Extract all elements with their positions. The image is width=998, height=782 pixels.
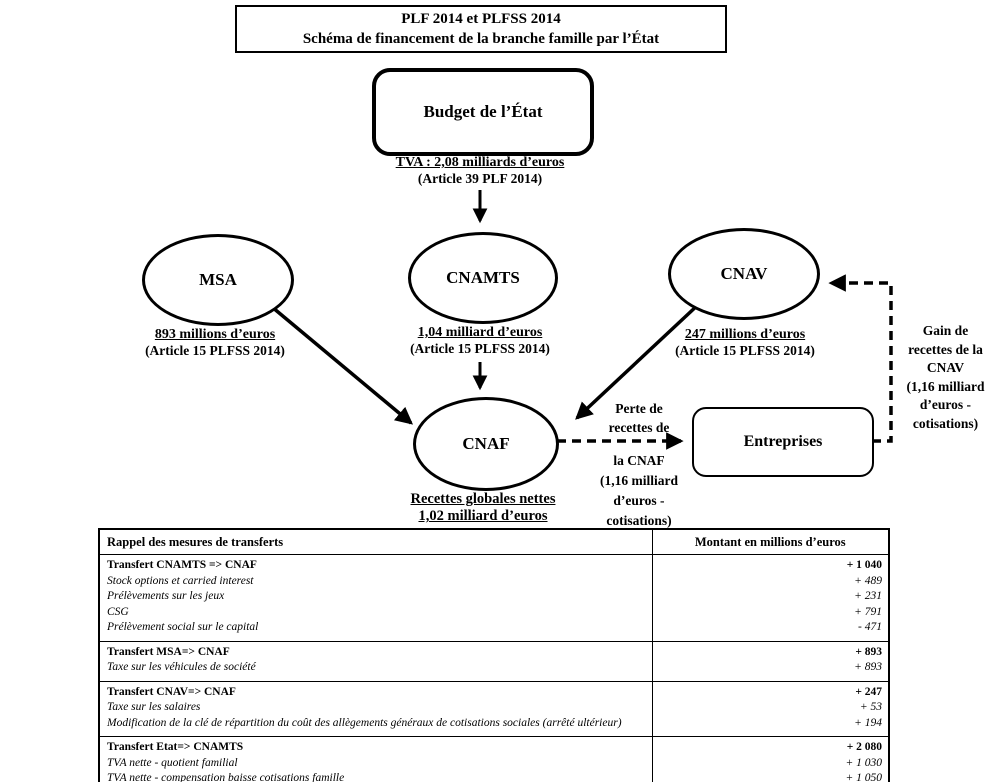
node-cnav: CNAV	[668, 228, 820, 320]
table-row: Transfert CNAMTS => CNAF+ 1 040	[99, 554, 889, 574]
cnav-article: (Article 15 PLFSS 2014)	[675, 343, 815, 358]
table-row: Stock options et carried interest+ 489	[99, 573, 889, 589]
perte-note-top: Perte de recettes de	[608, 401, 670, 435]
table-header-row: Rappel des mesures de transferts Montant…	[99, 529, 889, 555]
msa-label: MSA	[199, 270, 237, 289]
table-header-mesures: Rappel des mesures de transferts	[99, 529, 652, 555]
table-row: CSG+ 791	[99, 604, 889, 620]
node-entreprises: Entreprises	[692, 407, 874, 477]
table-row: TVA nette - quotient familial+ 1 030	[99, 755, 889, 771]
node-cnamts: CNAMTS	[408, 232, 558, 324]
title-line-2: Schéma de financement de la branche fami…	[302, 31, 660, 47]
table-group-cnamts-cnaf: Transfert CNAMTS => CNAF+ 1 040 Stock op…	[99, 554, 889, 641]
node-cnaf: CNAF	[413, 397, 559, 491]
msa-amount: 893 millions d’euros	[154, 327, 276, 342]
budget-amount: TVA : 2,08 milliards d’euros	[395, 155, 565, 170]
node-budget-etat: Budget de l’État	[372, 68, 594, 156]
cnamts-article: (Article 15 PLFSS 2014)	[410, 341, 550, 356]
cnaf-label: CNAF	[462, 434, 510, 453]
table-group-etat-cnamts: Transfert Etat=> CNAMTS+ 2 080 TVA nette…	[99, 736, 889, 782]
gain-note: Gain de recettes de la CNAV (1,16 millia…	[906, 323, 985, 431]
table-row: Prélèvements sur les jeux+ 231	[99, 589, 889, 605]
title-box: PLF 2014 et PLFSS 2014 Schéma de finance…	[235, 5, 727, 53]
title-line-1: PLF 2014 et PLFSS 2014	[401, 11, 561, 27]
table-row: Transfert Etat=> CNAMTS+ 2 080	[99, 736, 889, 756]
budget-amount-block: TVA : 2,08 milliards d’euros (Article 39…	[340, 154, 620, 187]
table-row: Modification de la clé de répartition du…	[99, 715, 889, 737]
node-msa: MSA	[142, 234, 294, 326]
table-group-cnav-cnaf: Transfert CNAV=> CNAF+ 247 Taxe sur les …	[99, 681, 889, 737]
cnamts-amount: 1,04 milliard d’euros	[417, 325, 543, 340]
cnaf-net-line2: 1,02 milliard d’euros	[418, 508, 548, 524]
table-row: TVA nette - compensation baisse cotisati…	[99, 771, 889, 782]
entreprises-label: Entreprises	[743, 433, 823, 450]
table-row: Transfert CNAV=> CNAF+ 247	[99, 681, 889, 700]
msa-amount-block: 893 millions d’euros (Article 15 PLFSS 2…	[110, 326, 320, 359]
table-row: Taxe sur les véhicules de société+ 893	[99, 660, 889, 681]
msa-article: (Article 15 PLFSS 2014)	[145, 343, 285, 358]
table-row: Transfert MSA=> CNAF+ 893	[99, 641, 889, 660]
budget-article: (Article 39 PLF 2014)	[417, 171, 543, 186]
cnamts-amount-block: 1,04 milliard d’euros (Article 15 PLFSS …	[375, 324, 585, 357]
cnamts-label: CNAMTS	[446, 268, 520, 287]
table-header-montant: Montant en millions d’euros	[651, 529, 889, 555]
table-row: Taxe sur les salaires+ 53	[99, 700, 889, 716]
cnaf-net-line1: Recettes globales nettes	[410, 491, 556, 507]
table-row: Prélèvement social sur le capital- 471	[99, 620, 889, 641]
perte-note-bottom: la CNAF (1,16 milliard d’euros - cotisat…	[600, 453, 678, 528]
table-group-msa-cnaf: Transfert MSA=> CNAF+ 893 Taxe sur les v…	[99, 641, 889, 681]
cnav-label: CNAV	[720, 264, 768, 283]
cnav-amount: 247 millions d’euros	[684, 327, 806, 342]
transfers-table: Rappel des mesures de transferts Montant…	[98, 528, 890, 782]
budget-label: Budget de l’État	[423, 102, 543, 121]
cnav-amount-block: 247 millions d’euros (Article 15 PLFSS 2…	[640, 326, 850, 359]
cnaf-net-block: Recettes globales nettes 1,02 milliard d…	[372, 491, 594, 525]
